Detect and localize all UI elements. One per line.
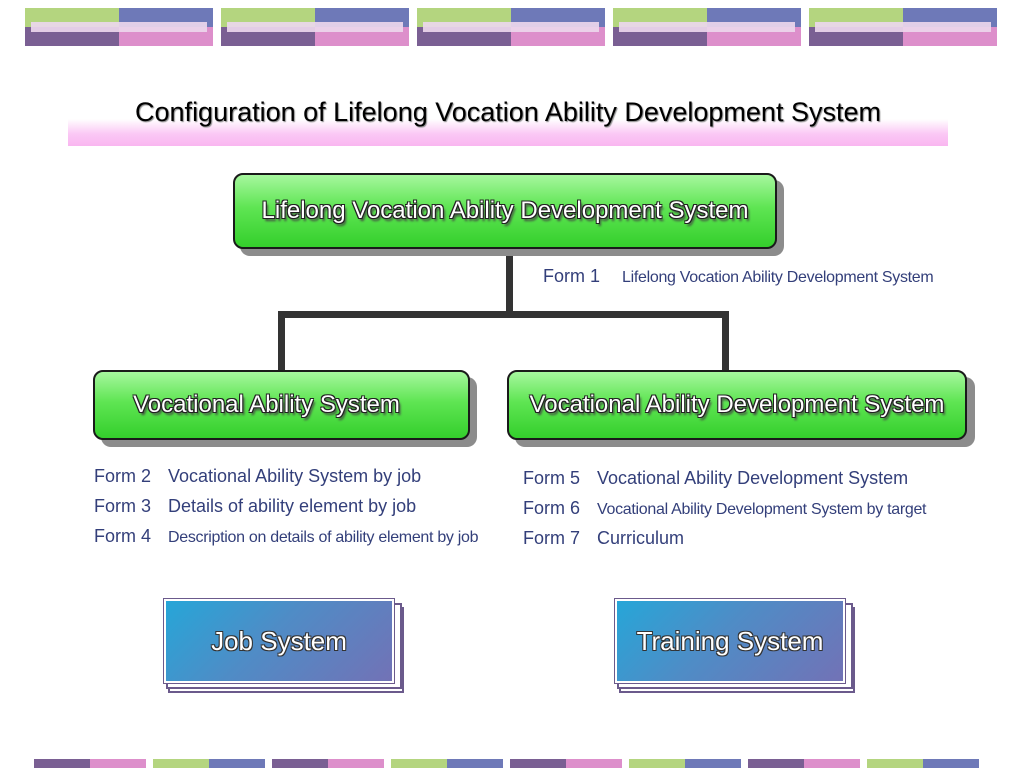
connector-horizontal: [278, 311, 729, 318]
form-2-note: Form 2 Vocational Ability System by job: [94, 461, 421, 491]
form-description: Details of ability element by job: [168, 496, 417, 516]
footer-decoration-tile: [510, 759, 622, 768]
footer-decoration-tile: [391, 759, 503, 768]
form-label: Form 1: [543, 266, 601, 286]
title-highlight-band: [68, 119, 948, 146]
training-system-box: Training System: [614, 598, 857, 695]
header-decoration-tile: [221, 8, 409, 46]
vocational-ability-development-system-box: Vocational Ability Development System: [507, 370, 967, 440]
form-7-note: Form 7 Curriculum: [523, 523, 684, 553]
footer-decoration-tile: [867, 759, 979, 768]
footer-decoration-tile: [153, 759, 265, 768]
header-decoration-tile: [25, 8, 213, 46]
page-title: Configuration of Lifelong Vocation Abili…: [68, 97, 948, 147]
form-5-note: Form 5 Vocational Ability Development Sys…: [523, 463, 908, 493]
header-decoration-tile: [613, 8, 801, 46]
header-decoration-tile: [417, 8, 605, 46]
footer-decoration-tile: [34, 759, 146, 768]
job-system-label: Job System: [163, 598, 395, 684]
form-3-note: Form 3 Details of ability element by job: [94, 491, 416, 521]
form-label: Form 3: [94, 496, 152, 516]
page-title-text: Configuration of Lifelong Vocation Abili…: [135, 97, 881, 127]
form-1-note: Form 1 Lifelong Vocation Ability Developm…: [543, 261, 934, 293]
form-description: Vocational Ability System by job: [168, 466, 422, 486]
lifelong-system-box: Lifelong Vocation Ability Development Sy…: [233, 173, 777, 249]
form-label: Form 6: [523, 498, 581, 518]
connector-vertical-top: [506, 248, 513, 314]
form-6-note: Form 6 Vocational Ability Development Sys…: [523, 493, 927, 525]
footer-decoration-tile: [629, 759, 741, 768]
form-label: Form 4: [94, 526, 152, 546]
form-4-note: Form 4 Description on details of ability …: [94, 521, 479, 553]
form-description: Lifelong Vocation Ability Development Sy…: [622, 269, 934, 286]
form-description: Description on details of ability elemen…: [168, 529, 479, 546]
footer-decoration-tile: [748, 759, 860, 768]
form-label: Form 5: [523, 468, 581, 488]
connector-left-drop: [278, 311, 285, 371]
footer-decoration-tile: [272, 759, 384, 768]
vocational-ability-system-box: Vocational Ability System: [93, 370, 470, 440]
form-description: Curriculum: [597, 528, 685, 548]
training-system-label: Training System: [614, 598, 846, 684]
header-decoration-tile: [809, 8, 997, 46]
form-label: Form 7: [523, 528, 581, 548]
job-system-box: Job System: [163, 598, 406, 695]
form-description: Vocational Ability Development System: [597, 468, 909, 488]
form-description: Vocational Ability Development System by…: [597, 501, 927, 518]
connector-right-drop: [722, 311, 729, 371]
form-label: Form 2: [94, 466, 152, 486]
